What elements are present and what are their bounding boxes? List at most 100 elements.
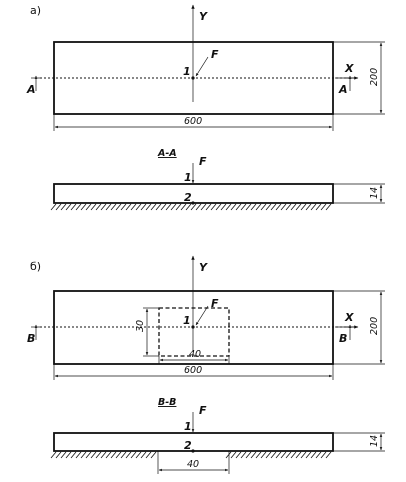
section-a-point-2-label: 2	[184, 191, 192, 204]
hatch-stroke	[75, 451, 82, 459]
hatch-stroke	[135, 203, 142, 211]
hatch-stroke	[125, 203, 132, 211]
hatch-stroke	[290, 203, 297, 211]
section-b-point-1-label: 1	[184, 420, 192, 433]
hatch-stroke	[215, 203, 222, 211]
hatch-stroke	[105, 451, 112, 459]
hatch-stroke	[105, 203, 112, 211]
hatch-stroke	[235, 451, 242, 459]
hatch-stroke	[55, 451, 62, 459]
hatch-stroke	[150, 203, 157, 211]
y-axis-b-label: Y	[199, 261, 208, 274]
y-axis-a-label: Y	[199, 10, 208, 23]
dim-a-200-label: 200	[369, 68, 380, 86]
part-a: а) Y X F 1 A A 600 200 А-А	[26, 4, 385, 211]
hatch-stroke	[65, 203, 72, 211]
hatch-stroke	[55, 203, 62, 211]
hatch-stroke	[310, 451, 317, 459]
hatch-stroke	[230, 451, 237, 459]
hatch-stroke	[90, 203, 97, 211]
section-b-ground-hatch-left	[50, 450, 158, 459]
point-1-a	[191, 76, 195, 80]
hatch-stroke	[205, 203, 212, 211]
hatch-stroke	[60, 451, 67, 459]
hatch-stroke	[100, 203, 107, 211]
section-a-force-label: F	[199, 155, 207, 168]
hatch-stroke	[255, 451, 262, 459]
hatch-stroke	[310, 203, 317, 211]
hatch-stroke	[290, 451, 297, 459]
hatch-stroke	[315, 203, 322, 211]
hatch-stroke	[265, 203, 272, 211]
load-patch-b	[158, 307, 230, 357]
hatch-stroke	[75, 203, 82, 211]
hatch-stroke	[130, 451, 137, 459]
section-b-plate	[53, 432, 334, 452]
hatch-stroke	[110, 203, 117, 211]
hatch-stroke	[175, 203, 182, 211]
hatch-stroke	[255, 203, 262, 211]
hatch-stroke	[85, 203, 92, 211]
dim-b-support-label: 40	[187, 459, 199, 470]
section-marker-a-left-label: A	[26, 83, 36, 96]
section-b-point-2-label: 2	[184, 439, 192, 452]
hatch-stroke	[145, 203, 152, 211]
hatch-stroke	[190, 203, 197, 211]
section-marker-b-left-label: В	[27, 332, 35, 345]
hatch-stroke	[280, 203, 287, 211]
hatch-stroke	[80, 451, 87, 459]
hatch-stroke	[150, 451, 157, 459]
hatch-stroke	[50, 451, 57, 459]
part-a-label: а)	[30, 4, 41, 17]
hatch-stroke	[240, 451, 247, 459]
hatch-stroke	[245, 203, 252, 211]
section-a-ground-hatch	[50, 202, 333, 211]
hatch-stroke	[85, 451, 92, 459]
hatch-stroke	[270, 451, 277, 459]
hatch-stroke	[240, 203, 247, 211]
section-a-point-1-label: 1	[184, 171, 192, 184]
hatch-stroke	[210, 203, 217, 211]
hatch-stroke	[300, 203, 307, 211]
hatch-stroke	[230, 203, 237, 211]
hatch-stroke	[145, 451, 152, 459]
hatch-stroke	[115, 451, 122, 459]
hatch-stroke	[260, 203, 267, 211]
dim-b-14-label: 14	[369, 435, 380, 447]
section-marker-a-right-label: A	[338, 83, 348, 96]
hatch-stroke	[220, 203, 227, 211]
hatch-stroke	[60, 203, 67, 211]
hatch-stroke	[140, 203, 147, 211]
hatch-stroke	[235, 203, 242, 211]
plate-b-outline	[53, 290, 334, 365]
hatch-stroke	[180, 203, 187, 211]
hatch-stroke	[250, 451, 257, 459]
hatch-stroke	[140, 451, 147, 459]
section-b-force-label: F	[199, 404, 207, 417]
hatch-stroke	[130, 203, 137, 211]
hatch-stroke	[260, 451, 267, 459]
dim-a-14-label: 14	[369, 187, 380, 199]
dim-b-40-label: 40	[189, 349, 201, 360]
section-marker-b-right-label: В	[339, 332, 347, 345]
hatch-stroke	[100, 451, 107, 459]
hatch-stroke	[125, 451, 132, 459]
x-axis-a-label: X	[344, 62, 354, 75]
hatch-stroke	[120, 203, 127, 211]
hatch-stroke	[110, 451, 117, 459]
hatch-stroke	[70, 203, 77, 211]
hatch-stroke	[115, 203, 122, 211]
section-b-point-2	[191, 449, 195, 453]
hatch-stroke	[275, 203, 282, 211]
hatch-stroke	[185, 203, 192, 211]
hatch-stroke	[120, 451, 127, 459]
force-a-arrow	[195, 56, 209, 77]
hatch-stroke	[295, 203, 302, 211]
point-1-b-label: 1	[183, 314, 191, 327]
section-a-plate	[53, 183, 334, 204]
hatch-stroke	[95, 203, 102, 211]
hatch-stroke	[200, 203, 207, 211]
hatch-stroke	[270, 203, 277, 211]
hatch-stroke	[285, 203, 292, 211]
